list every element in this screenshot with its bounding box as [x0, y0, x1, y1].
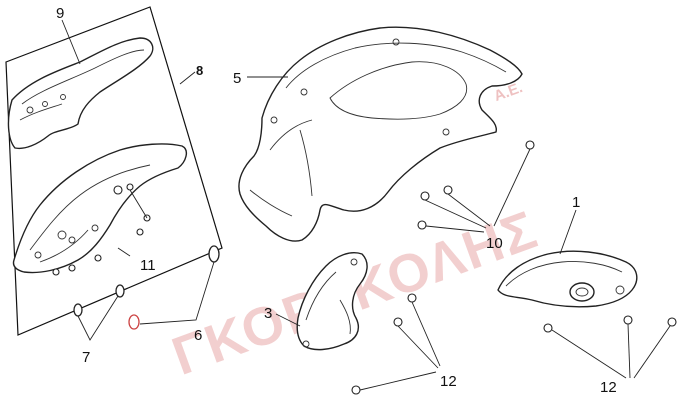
assembly-8-frame	[5, 6, 223, 336]
washer-7-a	[115, 284, 125, 298]
washer-6-b	[128, 314, 140, 330]
callout-12-right: 12	[600, 379, 617, 396]
leader-1	[559, 209, 577, 255]
screws-12-right	[543, 315, 677, 379]
leader-9	[61, 19, 81, 65]
callout-1: 1	[572, 194, 580, 211]
callout-7: 7	[82, 349, 90, 366]
screws-10	[417, 140, 535, 233]
callout-6: 6	[194, 327, 202, 344]
frame-screws	[52, 189, 151, 276]
callout-labels: 9 8 5 1 10 11 3 6 7 12 12	[56, 5, 617, 396]
callout-5: 5	[233, 70, 241, 87]
washer-6-a	[208, 245, 220, 263]
callout-3: 3	[264, 305, 272, 322]
part-9-upper-cover	[7, 37, 154, 150]
leader-6	[139, 261, 215, 325]
part-5-front-panel	[238, 26, 523, 242]
callout-12-left: 12	[440, 373, 457, 390]
callout-9: 9	[56, 5, 64, 22]
leader-7	[77, 295, 119, 341]
callout-11: 11	[140, 257, 156, 274]
washer-7-b	[73, 303, 83, 317]
part-11-lower-cover	[12, 143, 188, 274]
callout-leaders	[61, 19, 577, 341]
washers	[73, 245, 220, 330]
screws-12-left	[351, 293, 441, 395]
part-3-side-cover	[296, 252, 368, 351]
leader-3	[275, 313, 301, 327]
callout-10: 10	[486, 235, 503, 252]
leader-8	[179, 71, 196, 85]
leader-11	[117, 247, 131, 257]
callout-8: 8	[196, 63, 203, 78]
part-1-headlight	[497, 250, 638, 308]
